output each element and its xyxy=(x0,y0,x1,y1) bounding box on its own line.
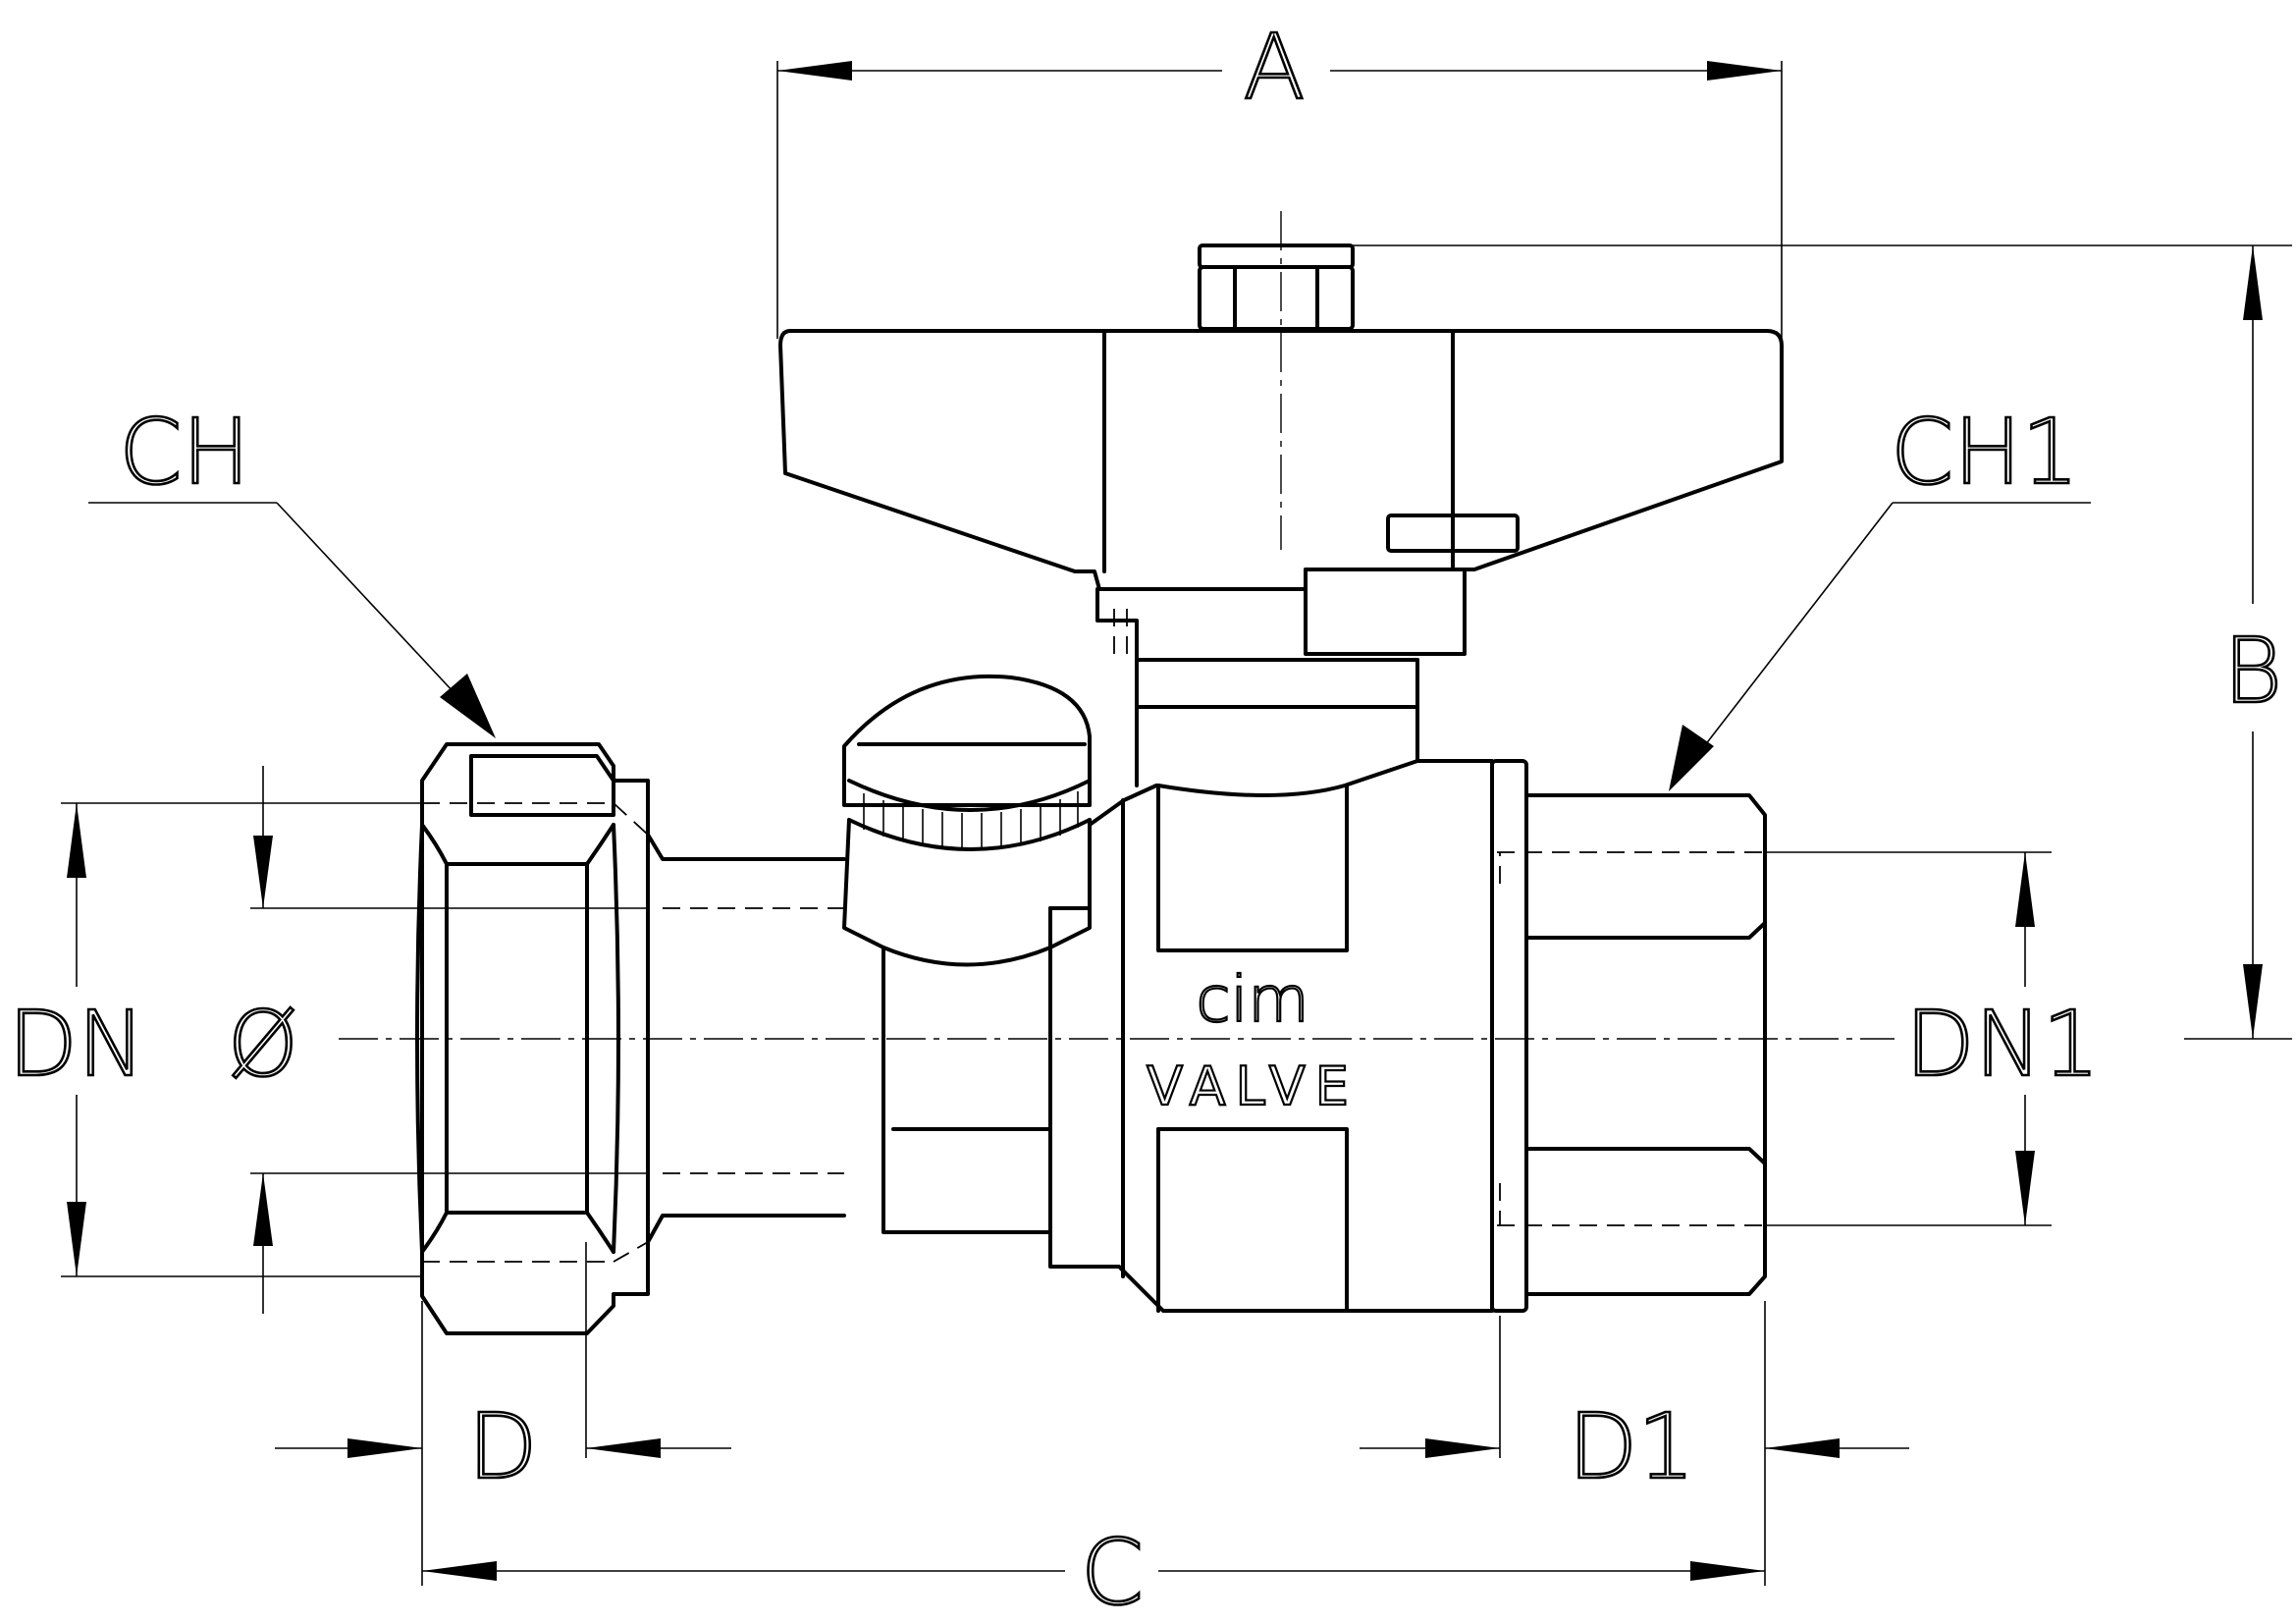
valve-body xyxy=(881,759,1528,1313)
label-dn1: DN1 xyxy=(1905,992,2100,1097)
label-dn: DN xyxy=(8,992,145,1097)
right-hex-end xyxy=(1497,793,1767,1296)
butterfly-handle xyxy=(778,244,1784,787)
label-c: C xyxy=(1081,1520,1144,1624)
knurl-ticks xyxy=(863,791,1079,849)
drain-cap xyxy=(842,674,1092,967)
body-markings: cim VALVE xyxy=(1146,963,1359,1118)
dimension-lines xyxy=(61,61,2292,1586)
brand-text: VALVE xyxy=(1147,1056,1359,1117)
label-ch1: CH1 xyxy=(1891,400,2079,505)
label-diameter: Ø xyxy=(228,992,298,1097)
label-d: D xyxy=(468,1394,538,1499)
label-b: B xyxy=(2223,619,2282,724)
center-lines xyxy=(339,211,1895,1040)
label-ch: CH xyxy=(119,400,249,505)
dimension-labels: A B C CH CH1 DN Ø DN1 D D1 xyxy=(7,14,2284,1624)
label-a: A xyxy=(1244,15,1306,120)
tail-pipe xyxy=(646,833,846,1244)
brand-logo: cim xyxy=(1196,964,1308,1037)
label-d1: D1 xyxy=(1568,1394,1694,1499)
left-hex-nut xyxy=(415,742,650,1335)
